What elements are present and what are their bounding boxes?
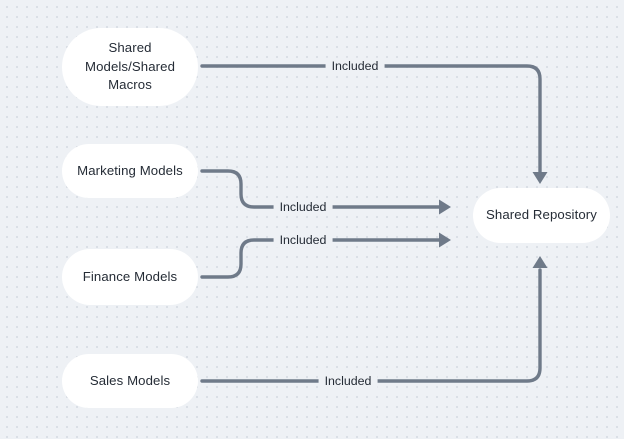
edge-marketing-models-to-shared-repository (200, 169, 441, 209)
node-finance-models[interactable]: Finance Models (62, 249, 198, 305)
arrowhead-edge-sales-models (532, 256, 548, 268)
node-label: Finance Models (82, 268, 178, 284)
edge-sales-models-to-shared-repository (200, 268, 542, 383)
arrowhead-edge-finance-models (439, 232, 451, 248)
edge-finance-models-to-shared-repository (200, 238, 441, 279)
node-sales-models[interactable]: Sales Models (62, 354, 198, 408)
edge-label-marketing-models: Included (273, 198, 333, 216)
arrowhead-edge-shared-models (532, 172, 548, 184)
node-label: Shared Repository (486, 207, 597, 223)
node-marketing-models[interactable]: Marketing Models (62, 144, 198, 198)
edge-label-finance-models: Included (273, 231, 333, 249)
node-label: Marketing Models (77, 162, 183, 178)
arrowhead-edge-marketing-models (439, 199, 451, 215)
node-shared-repository[interactable]: Shared Repository (473, 188, 610, 243)
edge-shared-models-to-shared-repository (200, 64, 542, 174)
edge-label-shared-models: Included (325, 57, 385, 75)
edge-label-sales-models: Included (318, 372, 378, 390)
node-label: Sales Models (89, 372, 171, 388)
